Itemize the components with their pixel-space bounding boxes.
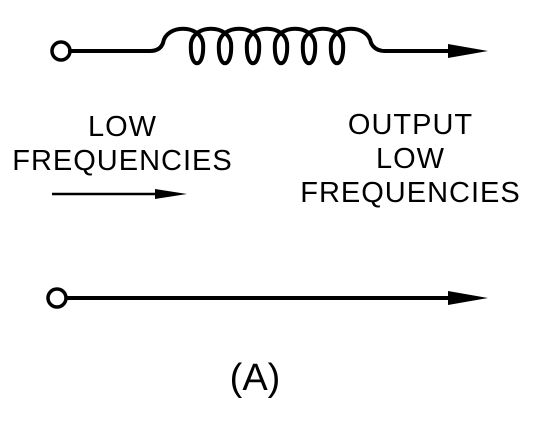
top-output-lead xyxy=(369,41,454,53)
bottom-input-terminal xyxy=(46,287,68,309)
input-label-line-2: FREQUENCIES xyxy=(12,145,233,177)
input-label-line-1: LOW xyxy=(87,111,158,143)
top-input-terminal xyxy=(50,40,72,62)
output-label: OUTPUT LOW FREQUENCIES xyxy=(288,108,533,210)
output-label-line-2: LOW xyxy=(375,143,446,175)
figure-label: (A) xyxy=(229,357,281,399)
output-label-line-1: OUTPUT xyxy=(347,109,474,141)
input-direction-arrowhead xyxy=(155,189,187,199)
top-input-lead xyxy=(68,41,165,53)
top-output-arrowhead xyxy=(448,44,488,58)
input-label: LOW FREQUENCIES xyxy=(0,110,245,178)
inductor-coil xyxy=(161,26,373,65)
bottom-output-arrowhead xyxy=(448,291,488,305)
output-label-line-3: FREQUENCIES xyxy=(300,177,521,209)
